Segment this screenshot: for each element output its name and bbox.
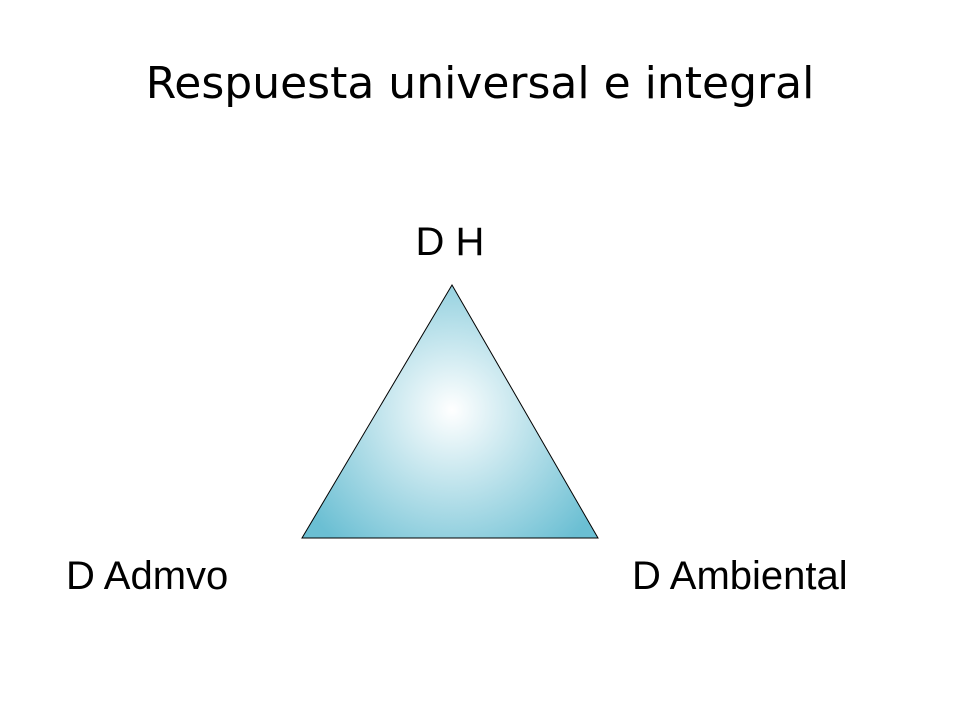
vertex-label-top: D H (415, 220, 485, 264)
triangle-shape (301, 284, 599, 539)
vertex-label-bottom-left: D Admvo (66, 554, 229, 598)
slide-title: Respuesta universal e integral (145, 58, 815, 109)
vertex-label-bottom-right: D Ambiental (632, 554, 848, 598)
